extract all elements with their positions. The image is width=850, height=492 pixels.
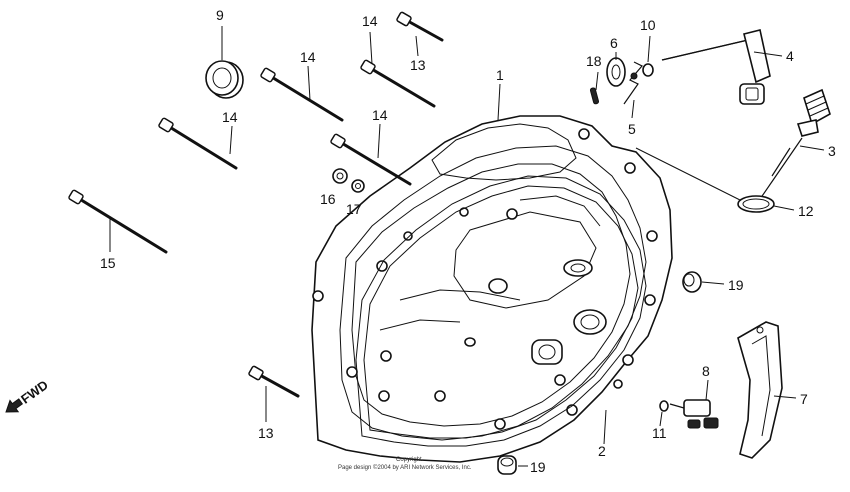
callout-1: 1 — [496, 67, 504, 83]
callout-17: 17 — [346, 201, 362, 217]
bolt-14-a — [260, 67, 344, 122]
nut-part-16 — [332, 168, 348, 184]
arm-part-4 — [661, 29, 771, 105]
callout-14-b: 14 — [362, 13, 378, 29]
callout-14-e-15: 15 — [100, 255, 116, 271]
leader-lines — [109, 26, 825, 467]
callout-9: 9 — [216, 7, 224, 23]
bolt-13-b — [248, 365, 300, 398]
bolt-13-a — [396, 11, 444, 42]
fwd-label: FWD — [18, 377, 51, 407]
switch-part-8 — [669, 399, 719, 429]
ring-part-10 — [642, 63, 654, 77]
callout-3: 3 — [828, 143, 836, 159]
oil-seal-part-9 — [205, 60, 244, 99]
bolt-14-c — [158, 117, 238, 170]
callout-2: 2 — [598, 443, 606, 459]
callout-4: 4 — [786, 48, 794, 64]
callout-18: 18 — [586, 53, 602, 69]
dipstick-part-3 — [757, 88, 831, 203]
copyright-text: Page design ©2004 by ARI Network Service… — [338, 464, 472, 471]
dowel-part-19-upper — [682, 271, 702, 293]
copyright-title: Copyright — [396, 457, 422, 463]
spring-part-5 — [623, 61, 643, 105]
callout-11: 11 — [652, 425, 667, 441]
forward-direction-indicator: FWD — [5, 377, 51, 413]
callout-13-b: 13 — [258, 425, 274, 441]
callout-8: 8 — [702, 363, 710, 379]
callout-12: 12 — [798, 203, 814, 219]
crankcase-cover — [311, 115, 673, 463]
callout-19-a: 19 — [728, 277, 744, 293]
callout-16: 16 — [320, 191, 336, 207]
dowel-part-19-lower — [497, 455, 517, 475]
callout-13-a: 13 — [410, 57, 426, 73]
bolt-15 — [68, 189, 168, 254]
callout-14-d: 14 — [372, 107, 388, 123]
washer-part-11 — [659, 400, 669, 412]
bolt-14-d — [330, 133, 412, 186]
callout-7: 7 — [800, 391, 808, 407]
cover-gasket — [355, 175, 647, 447]
plate-part-6 — [606, 57, 626, 87]
pin-part-18 — [589, 87, 600, 105]
washer-part-17 — [351, 179, 365, 193]
callout-5: 5 — [628, 121, 636, 137]
callout-14-a: 14 — [300, 49, 316, 65]
o-ring-part-12 — [737, 195, 775, 213]
callout-10: 10 — [640, 17, 656, 33]
cover-plate-part-7 — [737, 321, 783, 459]
callout-14-c: 14 — [222, 109, 238, 125]
callout-6: 6 — [610, 35, 618, 51]
callout-19-b: 19 — [530, 459, 546, 475]
